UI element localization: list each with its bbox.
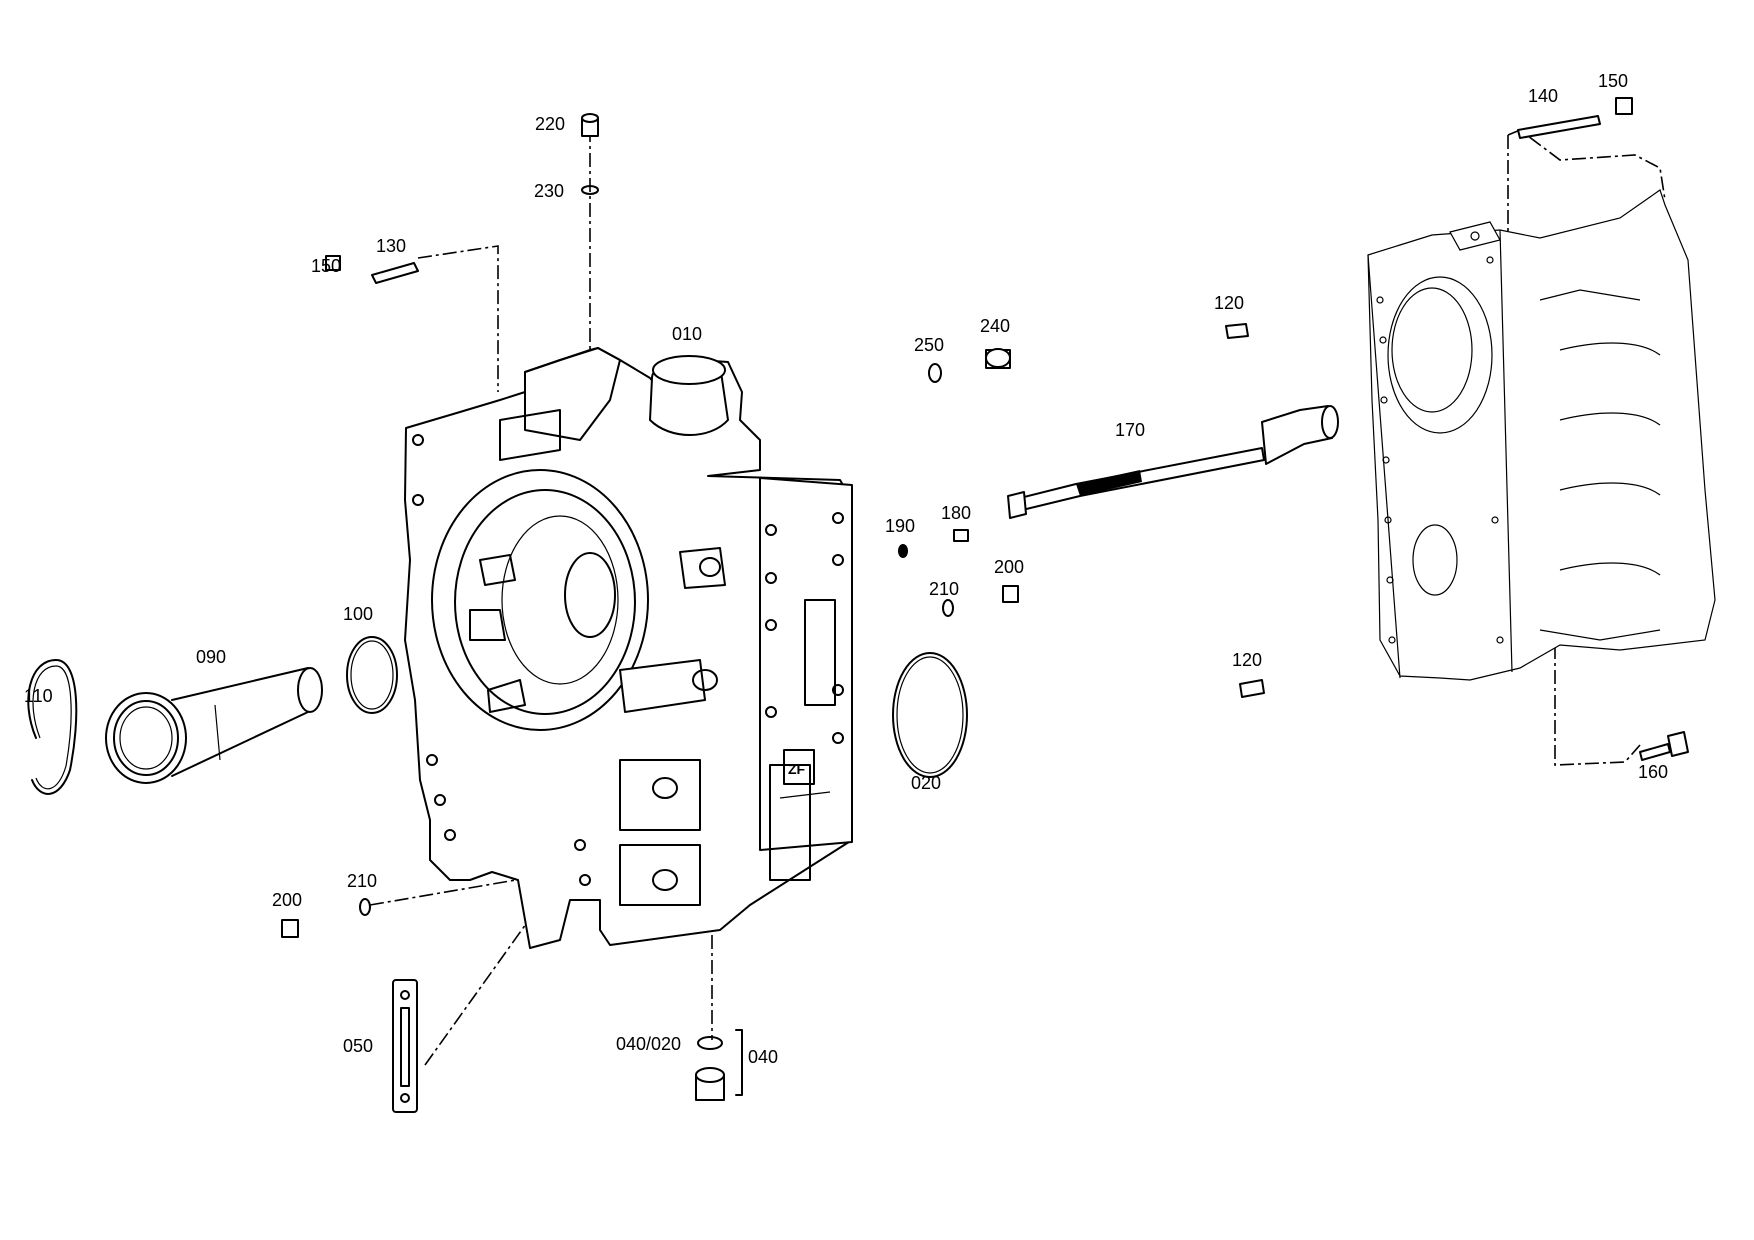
callout-050: 050 [343,1036,373,1056]
callout-240: 240 [980,316,1010,336]
small-fittings [281,97,1689,938]
o-ring-020 [892,652,968,778]
zf-logo-text: ZF [788,761,806,777]
callout-110: 110 [24,686,53,706]
callout-120-top: 120 [1214,293,1244,313]
callout-150-right: 150 [1598,71,1628,91]
callout-200-mid: 200 [994,557,1024,577]
callout-100: 100 [343,604,373,624]
callout-190: 190 [885,516,915,536]
callout-170: 170 [1115,420,1145,440]
plug-040 [695,1029,743,1101]
callout-140: 140 [1528,86,1558,106]
callout-010: 010 [672,324,702,344]
shaft-170 [1007,405,1339,519]
plug-200-left [281,919,299,938]
stud-130 [371,262,419,284]
main-housing-010: ZF [404,347,853,949]
plug-180 [953,529,969,542]
callout-160: 160 [1638,762,1668,782]
callout-220: 220 [535,114,565,134]
callout-210-left: 210 [347,871,377,891]
plug-200-mid [1002,585,1019,603]
callout-230: 230 [534,181,564,201]
callout-250: 250 [914,335,944,355]
callout-210-mid: 210 [929,579,959,599]
tube-090 [105,667,323,784]
callout-120-bottom: 120 [1232,650,1262,670]
bar-050 [392,979,418,1113]
callout-200-left: 200 [272,890,302,910]
rear-housing [1367,189,1716,681]
pin-120-top [1225,323,1249,339]
left-flange-bolt-holes [412,434,591,886]
zf-logo-icon [783,749,815,785]
o-ring-210-left [359,898,371,916]
flange-bolt-holes [765,512,844,744]
bolt-160 [1639,743,1671,761]
callout-130: 130 [376,236,406,256]
o-ring-210-mid [942,599,954,617]
callout-150-left: 150 [311,256,341,276]
ball-190 [898,544,908,558]
seal-230 [581,185,599,195]
pin-120-bottom [1239,679,1265,698]
callout-180: 180 [941,503,971,523]
callout-090: 090 [196,647,226,667]
snap-ring-110 [27,659,78,795]
o-ring-100 [346,636,398,714]
stud-140 [1517,115,1601,139]
callout-040-020: 040/020 [616,1034,681,1054]
callout-040: 040 [748,1047,778,1067]
callout-labels: 010 020 040 040/020 050 090 100 110 120 … [24,71,1668,1067]
nut-150-right [1615,97,1633,115]
callout-020: 020 [911,773,941,793]
nut-150-left [325,255,341,271]
o-ring-250 [928,363,942,383]
rear-bolt-holes [1376,256,1504,644]
